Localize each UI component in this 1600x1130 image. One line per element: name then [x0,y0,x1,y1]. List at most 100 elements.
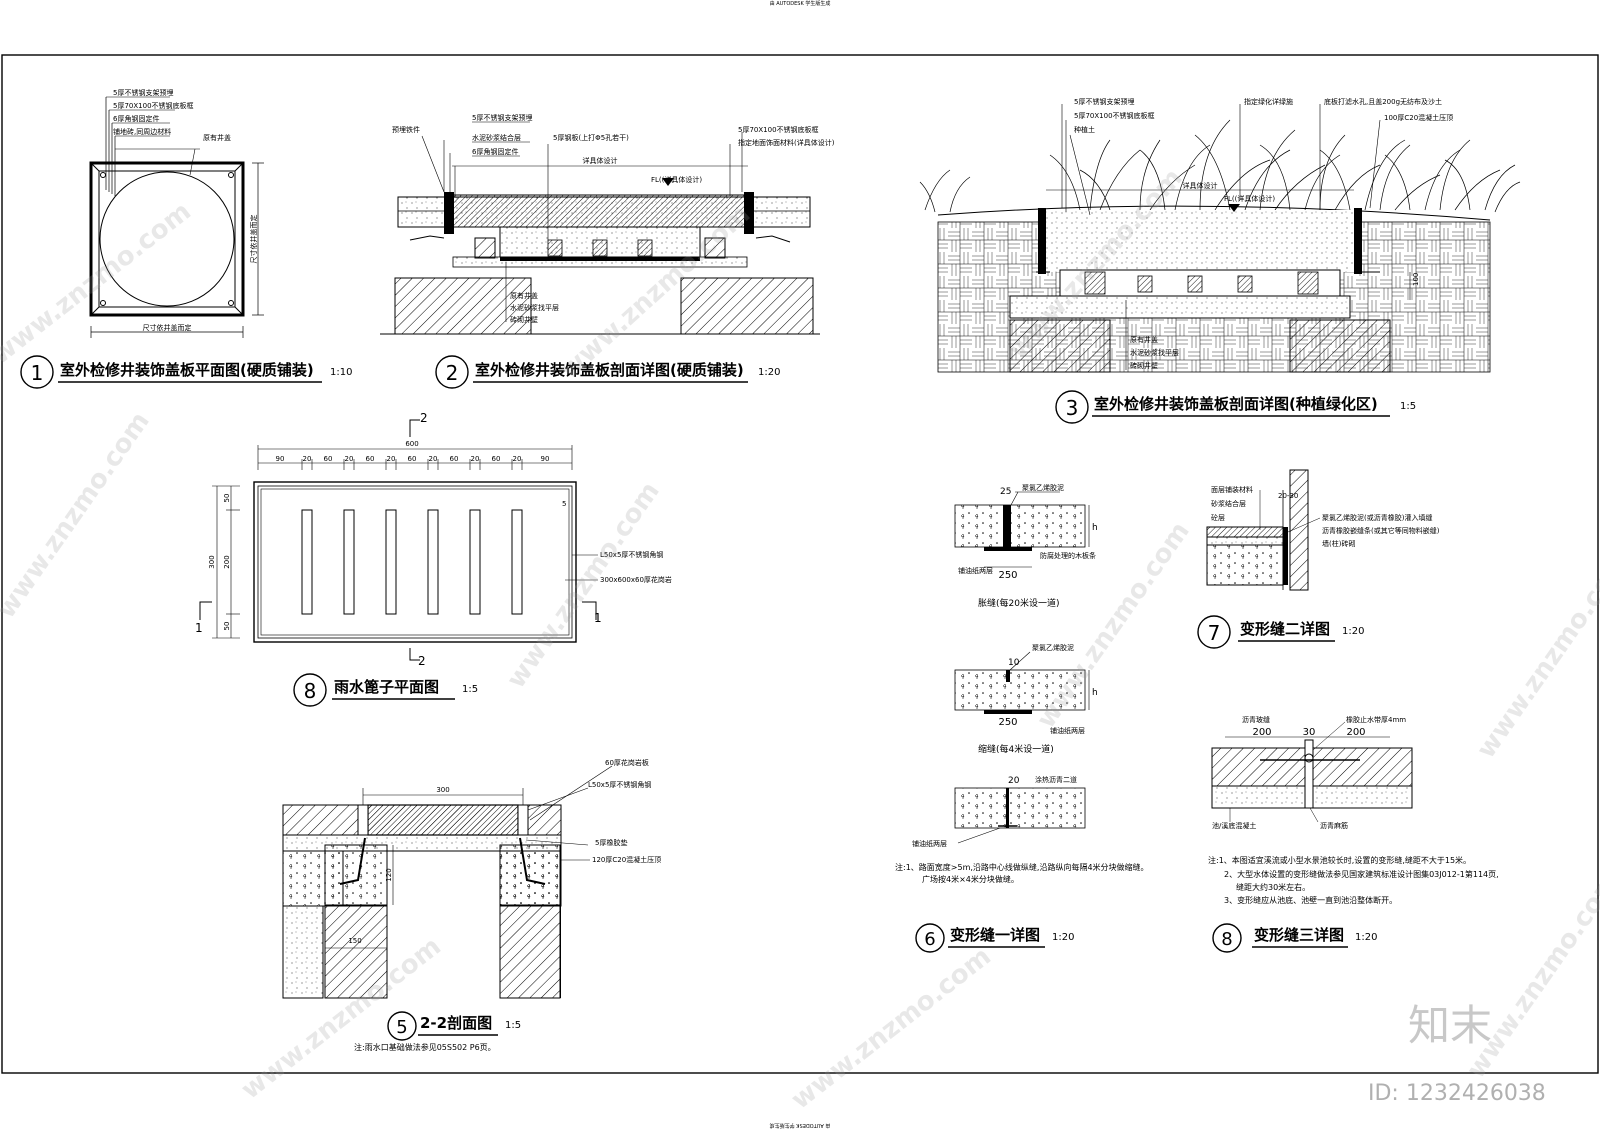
d7-lnote-0: 面层铺装材料 [1211,485,1253,494]
d3-note-4: 底板打滤水孔,且盖200g无纺布及沙土 [1324,97,1442,106]
d6b-note-1: 铺油纸两层 [1050,726,1085,735]
d5-note: 注:雨水口基础做法参见05S502 P6页。 [354,1042,496,1052]
d8a-number: 8 [304,679,317,703]
d6c-dim-top: 20 [1008,776,1020,786]
d8b-tnote-1: 橡胶止水带厚4mm [1346,715,1406,724]
d8b-title: 变形缝三详图 [1254,926,1344,944]
d2-number: 2 [446,361,459,385]
top-stamp: 由 AUTODESK 学生版生成 [770,0,831,7]
d1-note-4: 原有井盖 [203,133,231,142]
drawing-1-plan: 5厚不锈钢支架预埋 5厚70X100不锈钢底板框 6厚角钢固定件 铺地砖,同周边… [20,88,352,389]
d1-title: 室外检修井装饰盖板平面图(硬质铺装) [60,361,314,379]
d6b-dim-top: 10 [1008,658,1020,668]
d8a-left-2: 50 [223,622,231,631]
d2-bnote-2: 砖砌井壁 [510,315,538,324]
d5-top-dim: 300 [436,786,449,794]
d6-note-2: 广场按4米×4米分块做缝。 [922,874,1019,884]
d2-bnote-1: 水泥砂浆找平层 [510,303,559,312]
d1-note-3: 铺地砖,同周边材料 [113,127,171,136]
d5-number: 5 [396,1017,407,1038]
d8a-left-total: 300 [208,555,216,568]
d8b-dim-1: 30 [1303,727,1316,738]
d7-dim-top: 20-30 [1278,492,1298,500]
d3-note-1: 5厚70X100不锈钢底板框 [1074,111,1155,120]
d6a-note-1: 铺油纸两层 [958,566,993,575]
d5-note-2: 5厚橡胶垫 [595,838,627,847]
d3-dim: 100 [1412,273,1420,286]
d3-bnote-2: 砖砌井壁 [1130,361,1158,370]
d2-fl: FL((详具体设计) [651,175,702,184]
d2-detail: 详具体设计 [583,156,618,165]
d6a-dim-h: h [1092,523,1098,533]
d8a-sec-bottom: 2 [418,654,426,668]
d1-number: 1 [31,361,44,385]
d8a-sec-left: 1 [195,621,203,635]
d6a-dim-top: 25 [1000,487,1011,497]
d8a-title: 雨水篦子平面图 [334,678,439,696]
d1-dim-right: 尺寸依井盖而定 [249,215,258,264]
d6-note-1: 注:1、路面宽度>5m,沿路中心线做纵缝,沿路纵向每隔4米分块做缩缝。 [895,862,1149,872]
watermark-site-6: www.znzmo.com [1031,517,1196,734]
d8b-dim-0: 200 [1252,727,1271,738]
d6-number: 6 [924,929,935,950]
d7-lnote-1: 砂浆结合层 [1211,499,1246,508]
d3-note-3: 指定绿化详绿施 [1244,97,1293,106]
drawing-5-section: 300 60厚花岗岩板 L50x5厚不锈钢角钢 5厚橡胶垫 120厚C20混凝土… [282,758,661,1052]
d6b-note-0: 聚氯乙烯胶泥 [1032,643,1074,652]
d8a-scale: 1:5 [462,684,478,695]
d8a-dim-1: 20 [303,455,312,463]
d8a-dim-3: 20 [345,455,354,463]
d2-title: 室外检修井装饰盖板剖面详图(硬质铺装) [475,361,744,379]
d6c-note-1: 铺油纸两层 [912,839,947,848]
d8b-tnote-0: 沥青玻缝 [1242,715,1270,724]
d3-note-5: 100厚C20混凝土压顶 [1384,113,1453,122]
d7-scale: 1:20 [1342,626,1364,637]
d1-note-0: 5厚不锈钢支架预埋 [113,88,173,97]
d1-note-2: 6厚角钢固定件 [113,114,159,123]
d3-note-2: 种植土 [1074,125,1095,134]
d7-title: 变形缝二详图 [1240,620,1330,638]
d8a-dim-8: 60 [450,455,459,463]
d8b-note-3: 缝距大约30米左右。 [1236,882,1310,892]
d7-rnote-0: 聚氯乙烯胶泥(或沥青橡胶)灌入填缝 [1322,513,1432,522]
d8a-note-1: 300x600x60厚花岗岩 [600,575,672,584]
d8a-dim-2: 60 [324,455,333,463]
d3-number: 3 [1066,396,1079,420]
watermark-site-4: www.znzmo.com [501,477,666,694]
d1-note-1: 5厚70X100不锈钢底板框 [113,101,194,110]
d5-dim-v: 120 [385,868,393,881]
d8b-dim-2: 200 [1346,727,1365,738]
drawing-6-joints: 聚氯乙烯胶泥 25 h 250 铺油纸两层 防腐处理的木板条 胀缝(每20米设一… [895,483,1149,953]
d5-note-0: 60厚花岗岩板 [605,758,649,767]
d8a-dim-6: 60 [408,455,417,463]
d6a-note-2: 防腐处理的木板条 [1040,551,1096,560]
d2-note-6: 指定地面饰面材料(详具体设计) [738,138,835,147]
bottom-stamp: 由 AUTODESK 学生版生成 [770,1122,831,1129]
d3-bnote-1: 水泥砂浆找平层 [1130,348,1179,357]
d8a-dim-5: 20 [387,455,396,463]
d5-scale: 1:5 [505,1020,521,1031]
d6b-dim-h: h [1092,688,1098,698]
watermark-brand-logo: 知末 [1408,1001,1492,1050]
d8a-total: 600 [405,440,418,448]
d6a-note-0: 聚氯乙烯胶泥 [1022,483,1064,492]
watermark-site-9: www.znzmo.com [1461,867,1600,1084]
d5-dim-w: 150 [348,937,361,945]
d2-note-1: 5厚不锈钢支架预埋 [472,113,532,122]
d1-dim-bottom: 尺寸依井盖而定 [143,323,192,332]
d3-detail: 详具体设计 [1183,181,1218,190]
d7-lnote-2: 砼层 [1211,513,1225,522]
drawing-2-section: 预埋铁件 5厚不锈钢支架预埋 水泥砂浆结合层 6厚角钢固定件 5厚钢板(上打Φ5… [380,113,835,389]
d2-note-5: 5厚70X100不锈钢底板框 [738,125,819,134]
d6b-label: 缩缝(每4米设一道) [978,743,1054,755]
d5-note-3: 120厚C20混凝土压顶 [592,855,661,864]
d8a-dim-10: 60 [492,455,501,463]
d7-number: 7 [1208,621,1221,645]
d2-scale: 1:20 [758,367,780,378]
d8a-dim-7: 20 [429,455,438,463]
d2-note-0: 预埋铁件 [392,125,420,134]
d3-title: 室外检修井装饰盖板剖面详图(种植绿化区) [1094,395,1378,413]
d6b-dim-w: 250 [998,717,1017,728]
d8a-sec-right: 1 [594,611,602,625]
